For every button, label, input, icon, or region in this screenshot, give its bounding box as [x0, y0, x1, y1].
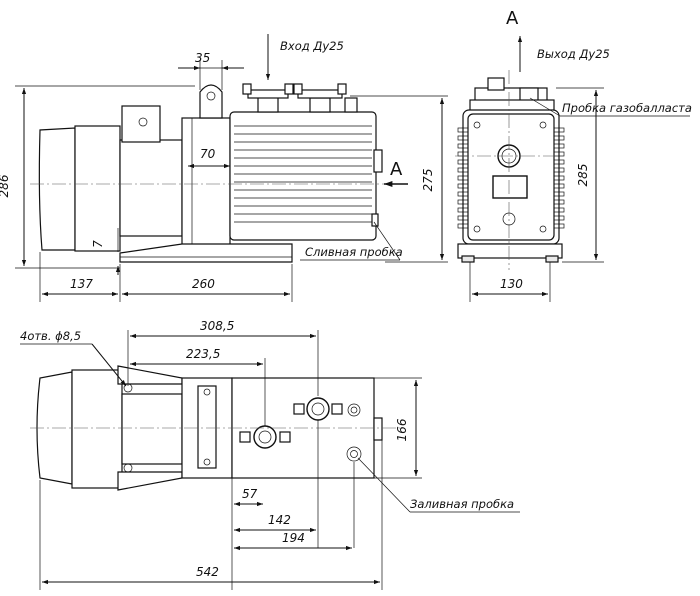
lifting-eye: [199, 84, 223, 119]
gas-ballast-label: Пробка газобалласта: [562, 101, 692, 115]
drain-plug-label: Сливная пробка: [305, 245, 403, 259]
view-marker-side: A: [390, 159, 403, 180]
end-view: Выход Ду25 A Пробка газобалласта 285 130: [455, 8, 692, 302]
fill-plug-label: Заливная пробка: [410, 497, 514, 511]
dim-137: 137: [70, 277, 93, 291]
pump-body: [229, 111, 383, 241]
dim-overall-height: 286: [0, 174, 11, 197]
base-plate: [119, 243, 293, 263]
plan-view: 4отв. ϕ8,5 308,5 223,5 166 Заливная проб…: [20, 319, 520, 590]
outlet-port: [293, 83, 358, 113]
dim-130: 130: [500, 277, 523, 291]
dim-57: 57: [242, 487, 258, 501]
dim-223-5: 223,5: [186, 347, 220, 361]
coupling-flange: [181, 117, 231, 247]
dim-260: 260: [192, 277, 215, 291]
dim-194: 194: [282, 531, 305, 545]
dim-35: 35: [195, 51, 210, 65]
dim-285: 285: [576, 164, 590, 187]
dim-70: 70: [200, 147, 216, 161]
plan-outlet: [293, 397, 361, 421]
holes-callout: 4отв. ϕ8,5: [20, 329, 81, 343]
dim-308-5: 308,5: [200, 319, 234, 333]
motor: [38, 105, 183, 252]
dim-275: 275: [421, 169, 435, 192]
dim-542: 542: [196, 565, 219, 579]
inlet-port: [242, 83, 294, 113]
side-view: 286 35 70 7 137 260 275 Вход Ду25 A: [0, 34, 448, 302]
dim-7: 7: [91, 240, 105, 248]
dim-166: 166: [395, 418, 409, 441]
outlet-label: Выход Ду25: [537, 47, 610, 61]
view-marker-end: A: [506, 8, 519, 29]
dim-142: 142: [268, 513, 291, 527]
inlet-label: Вход Ду25: [280, 39, 344, 53]
